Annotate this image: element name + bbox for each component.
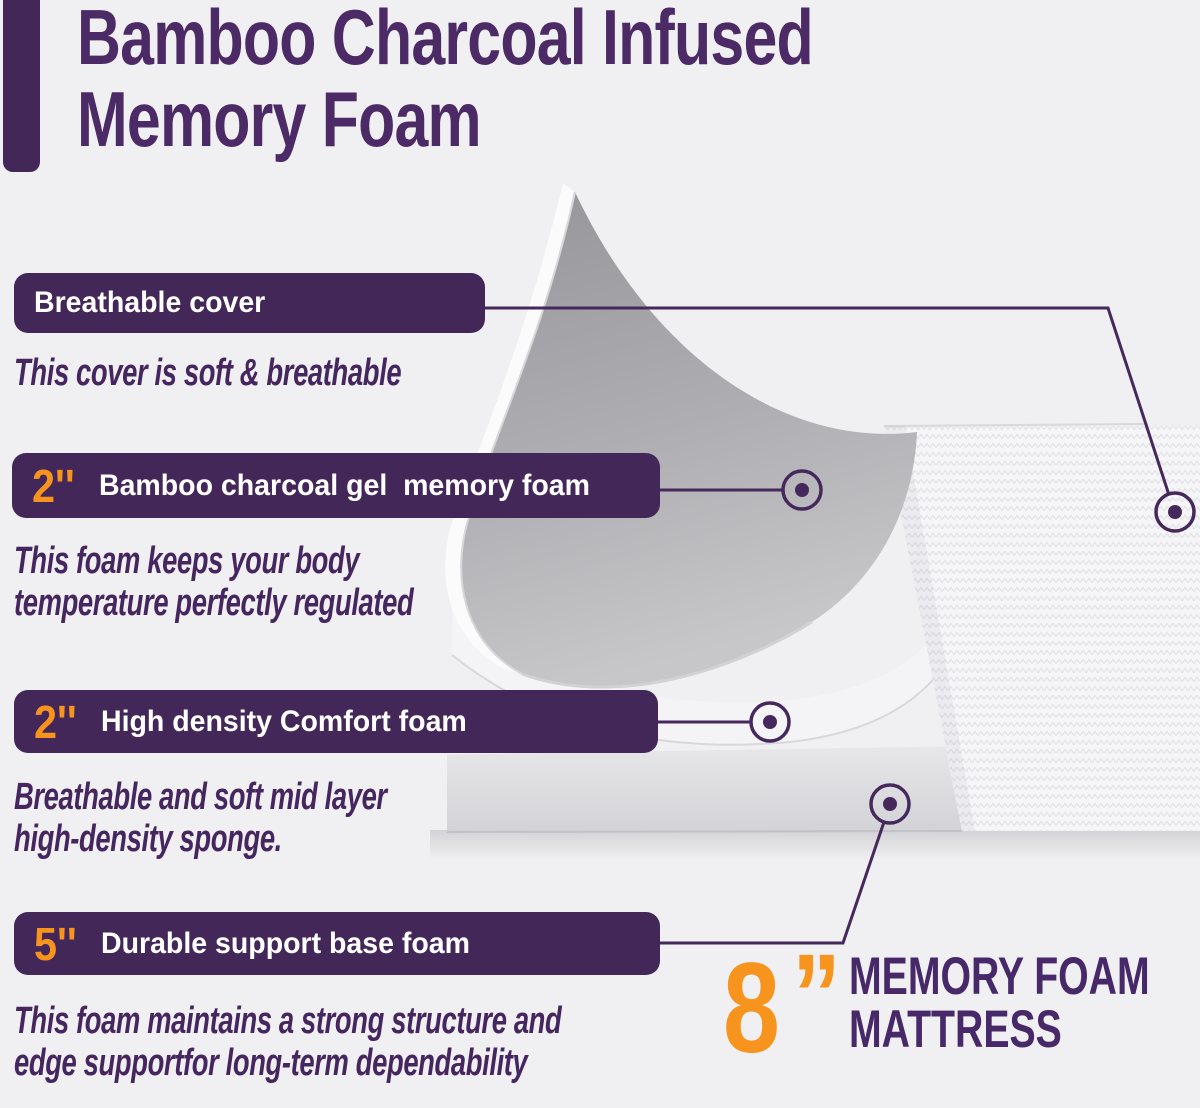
product-label-line1: MEMORY FOAM — [849, 947, 1150, 1006]
banner-base-foam: 5'' Durable support base foam — [14, 912, 660, 975]
marker-comfort-foam — [749, 701, 791, 743]
banner-size-badge: 2'' — [34, 695, 77, 748]
desc-memory-foam: This foam keeps your body temperature pe… — [14, 540, 414, 624]
callout-line-base-foam — [660, 821, 886, 945]
banner-comfort-foam: 2'' High density Comfort foam — [14, 690, 658, 753]
banner-size-badge: 2'' — [32, 459, 75, 512]
product-label: MEMORY FOAM MATTRESS — [849, 950, 1150, 1056]
banner-label: Bamboo charcoal gel memory foam — [99, 468, 591, 502]
fabric-panel — [883, 423, 1200, 831]
desc-line: edge supportfor long-term dependability — [14, 1042, 528, 1084]
banner-label: Durable support base foam — [101, 926, 471, 960]
banner-label: Breathable cover — [34, 286, 266, 319]
marker-memory-foam — [781, 469, 823, 511]
marker-base-foam — [869, 783, 911, 825]
page-title-line2: Memory Foam — [77, 75, 482, 163]
banner-breathable-cover: Breathable cover — [14, 273, 485, 333]
desc-line: This foam maintains a strong structure a… — [14, 1000, 562, 1042]
callout-lines — [485, 306, 1171, 945]
base-foam-layer — [446, 743, 963, 833]
callout-line-cover — [485, 306, 1171, 496]
title-accent-bar — [3, 0, 40, 172]
desc-base-foam: This foam maintains a strong structure a… — [14, 1000, 562, 1084]
desc-line: Breathable and soft mid layer — [14, 776, 387, 818]
desc-line: temperature perfectly regulated — [14, 582, 414, 624]
callout-markers — [749, 469, 1196, 825]
ground-shadow — [430, 830, 1200, 860]
marker-cover — [1154, 491, 1196, 533]
memory-foam-layer — [461, 192, 917, 689]
product-label-line2: MATTRESS — [849, 1000, 1062, 1059]
desc-line: This foam keeps your body — [14, 540, 360, 582]
banner-label: High density Comfort foam — [101, 704, 468, 738]
desc-breathable-cover: This cover is soft & breathable — [14, 352, 402, 394]
banner-memory-foam: 2'' Bamboo charcoal gel memory foam — [12, 453, 660, 518]
desc-line: high-density sponge. — [14, 818, 282, 860]
product-size-quote-mark: ” — [792, 931, 841, 1059]
banner-size-badge: 5'' — [34, 917, 77, 970]
product-size-number: 8 — [723, 937, 780, 1080]
page-title-line1: Bamboo Charcoal Infused — [77, 0, 814, 81]
desc-comfort-foam: Breathable and soft mid layer high-densi… — [14, 776, 387, 860]
desc-line: This cover is soft & breathable — [14, 352, 402, 394]
